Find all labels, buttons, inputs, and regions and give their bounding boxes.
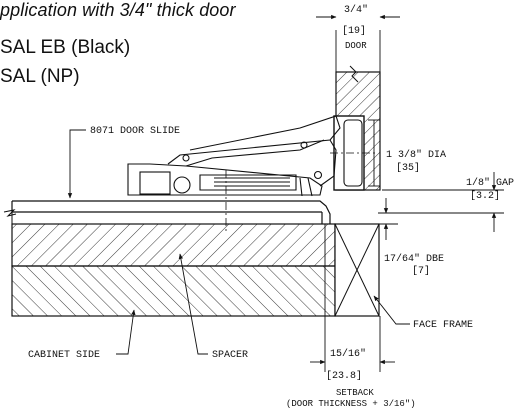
dbe-label: 17/64" DBE [384, 253, 444, 265]
dbe-mm: [7] [412, 265, 430, 277]
door-slide-leader [67, 129, 86, 199]
cup-diameter-dimension [368, 119, 380, 187]
door-thickness-mm: [19] [342, 25, 366, 37]
door-label: DOOR [345, 41, 367, 51]
cabinet-side-panel [11, 265, 336, 317]
spacer-label: SPACER [212, 350, 248, 361]
cabinet-side-label: CABINET SIDE [28, 350, 100, 361]
gap-label: 1/8" GAP [466, 177, 514, 189]
cup-diameter-label: 1 3/8" DIA [386, 149, 446, 161]
gap-dimension [382, 172, 504, 232]
face-frame [334, 223, 380, 317]
setback-mm: [23.8] [326, 370, 362, 382]
door-slide-label: 8071 DOOR SLIDE [90, 126, 180, 137]
finish-black-label: SAL EB (Black) [0, 37, 131, 58]
spacer-leader [178, 253, 208, 355]
application-title: pplication with 3/4" thick door [0, 0, 236, 20]
setback-formula: (DOOR THICKNESS + 3/16") [286, 399, 416, 409]
hinge-mechanism [127, 115, 341, 197]
face-frame-leader [373, 295, 410, 325]
door-slide-plate [11, 200, 331, 224]
finish-np-label: SAL (NP) [0, 66, 80, 87]
door-thickness-label: 3/4" [344, 4, 368, 16]
setback-title: SETBACK [336, 388, 374, 398]
cabinet-side-leader [116, 309, 136, 355]
setback-dimension [310, 224, 395, 372]
spacer-panel [11, 223, 336, 267]
gap-mm: [3.2] [470, 190, 500, 202]
door-panel [333, 65, 381, 191]
cup-diameter-mm: [35] [396, 162, 420, 174]
setback-label: 15/16" [330, 348, 366, 360]
face-frame-label: FACE FRAME [413, 320, 473, 331]
dbe-dimension [378, 198, 398, 240]
